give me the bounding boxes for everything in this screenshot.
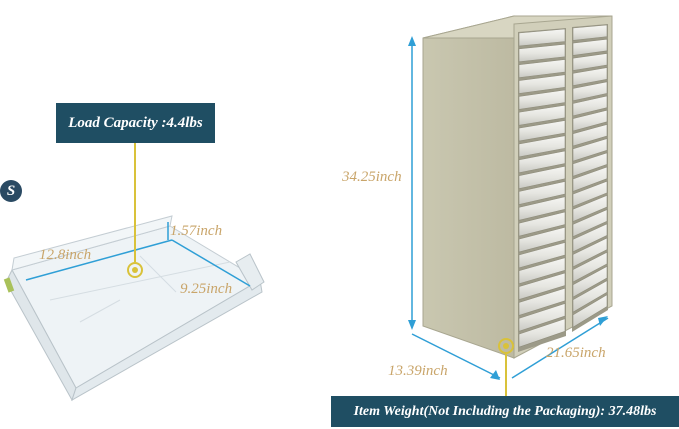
drawer-front <box>518 120 566 142</box>
brand-logo: S <box>0 180 22 202</box>
drawer-front <box>572 53 608 71</box>
drawer-front <box>518 43 566 63</box>
drawer-front <box>572 95 608 117</box>
drawer-front <box>518 226 566 253</box>
tray-length-label: 12.8inch <box>39 247 92 263</box>
drawer-front <box>572 294 608 328</box>
drawer-front <box>572 38 608 56</box>
drawer-front <box>518 135 566 158</box>
drawer-front <box>572 194 608 223</box>
load-capacity-pointer <box>127 142 143 278</box>
drawer-column-right <box>572 24 608 328</box>
drawer-front <box>572 81 608 102</box>
drawer-front <box>518 303 566 332</box>
drawer-front <box>518 272 566 301</box>
drawer-front <box>518 150 566 174</box>
drawer-front <box>518 196 566 221</box>
brand-logo-letter: S <box>6 182 16 199</box>
clear-drawer-tray <box>3 215 265 402</box>
item-weight-pointer <box>498 338 514 400</box>
drawer-front <box>572 209 608 238</box>
drawer-front <box>572 67 608 87</box>
cabinet-width-label: 21.65inch <box>546 345 606 361</box>
drawer-front <box>518 211 566 237</box>
drawer-front <box>518 89 566 110</box>
drawer-front <box>572 251 608 283</box>
drawer-front <box>572 280 608 313</box>
drawer-front <box>572 138 608 162</box>
load-capacity-text: Load Capacity :4.4lbs <box>68 114 203 131</box>
item-weight-text: Item Weight(Not Including the Packaging)… <box>353 403 657 419</box>
cabinet-depth-label: 13.39inch <box>388 363 448 379</box>
tray-height-label: 1.57inch <box>170 223 223 239</box>
drawer-front <box>572 166 608 192</box>
drawer-front <box>518 28 566 47</box>
drawer-front <box>518 74 566 94</box>
drawer-front <box>572 152 608 177</box>
drawer-front <box>572 109 608 132</box>
item-weight-callout: Item Weight(Not Including the Packaging)… <box>331 396 679 427</box>
drawer-front <box>518 257 566 285</box>
cabinet-measure-lines <box>408 36 609 380</box>
drawer-front <box>518 242 566 269</box>
drawer-front <box>572 237 608 268</box>
drawer-front <box>572 223 608 253</box>
drawer-front <box>518 318 566 348</box>
drawer-front <box>518 181 566 205</box>
drawer-front <box>572 24 608 41</box>
drawer-front <box>518 287 566 316</box>
drawer-front <box>518 59 566 79</box>
drawer-front <box>518 165 566 190</box>
load-capacity-callout: Load Capacity :4.4lbs <box>56 103 215 143</box>
cabinet-height-label: 34.25inch <box>342 169 402 185</box>
tray-width-label: 9.25inch <box>180 281 233 297</box>
drawer-front <box>572 265 608 298</box>
drawer-front <box>572 180 608 207</box>
drawer-column-left <box>518 28 566 348</box>
drawer-front <box>518 104 566 126</box>
drawer-front <box>572 124 608 147</box>
